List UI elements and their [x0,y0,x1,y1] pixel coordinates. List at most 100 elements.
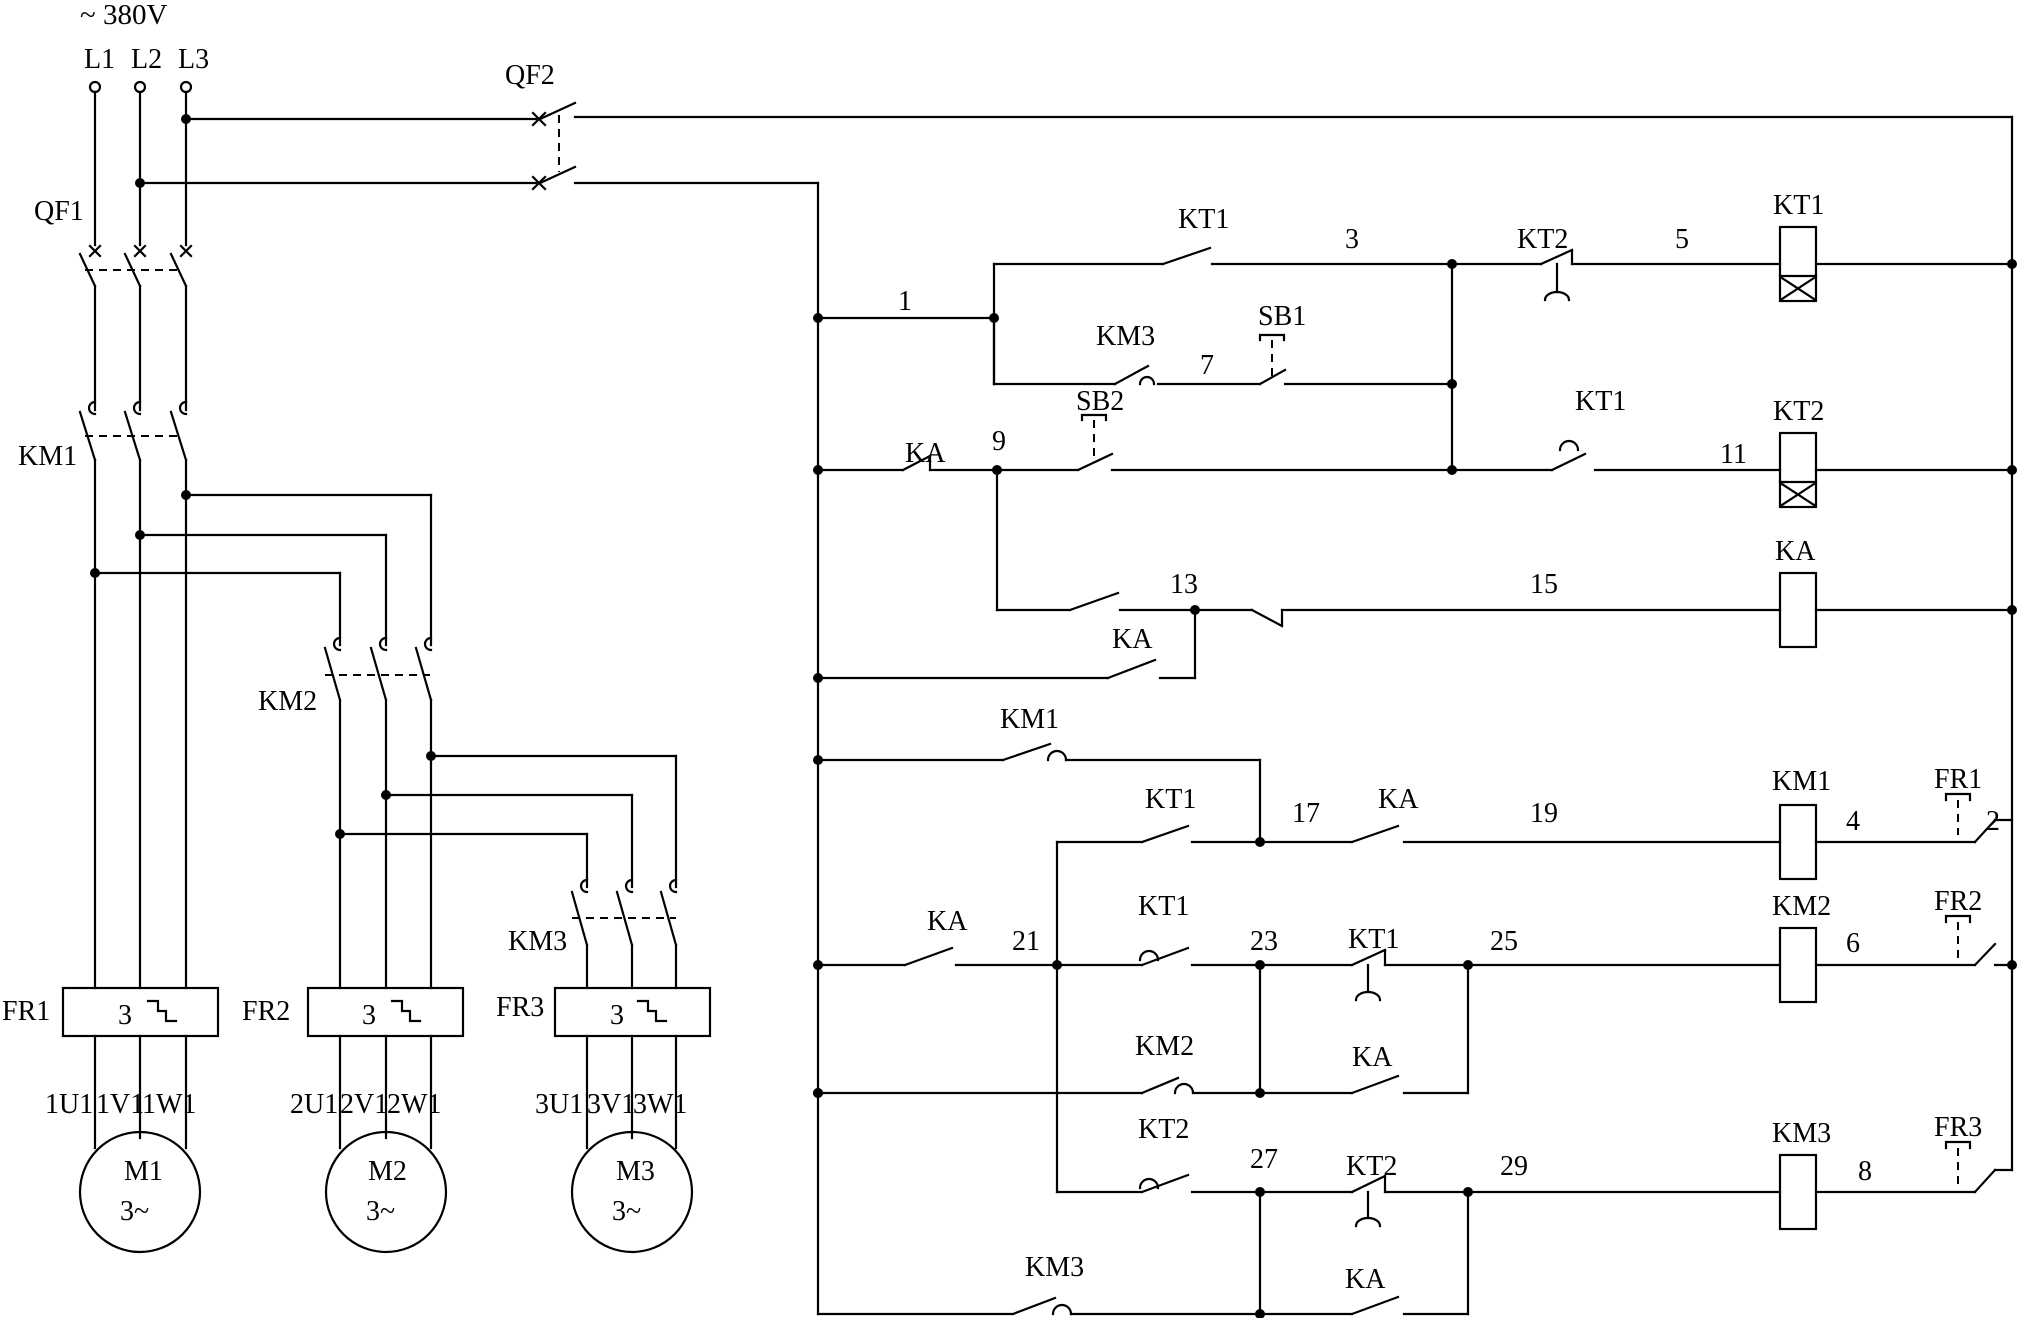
supply-voltage-label: ~ 380V [80,0,167,31]
kt2-coil [1778,431,1818,509]
fr3-overload-block: FR3 3 [496,986,712,1038]
node-29: 29 [1500,1151,1528,1182]
km3-main-label: KM3 [508,926,567,957]
terminal-3u1: 3U1 [535,1089,583,1120]
rung-km3-sb1: KM3 7 SB1 [992,262,1457,472]
terminal-3w1: 3W1 [633,1089,687,1120]
motor-m1: M1 3~ [78,1130,202,1254]
motor-m2-rating: 3~ [366,1196,395,1227]
node-13: 13 [1170,569,1198,600]
km1-coil-label: KM1 [1772,766,1831,797]
kt1-delay-km2-label: KT1 [1138,891,1189,922]
phase-terminals: L1 L2 L3 [84,44,209,94]
node-23: 23 [1250,926,1278,957]
qf2-breaker: QF2 [138,60,2014,1316]
fr2-label: FR2 [242,996,290,1027]
control-circuit: 1 KT1 3 KT2 5 KT1 [813,190,2017,1318]
fr1-nc-label: FR1 [1934,764,1982,795]
node-3: 3 [1345,224,1359,255]
km2-main-contacts: KM2 [258,636,433,717]
km3-nc-contact-label: KM3 [1096,321,1155,352]
ka-coil-label: KA [1775,536,1816,567]
motor-m2: M2 3~ [324,1130,448,1254]
km1-coil [1778,803,1818,881]
ka-hold-contact-label: KA [1112,624,1153,655]
node-1: 1 [898,286,912,317]
terminal-2u1: 2U1 [290,1089,338,1120]
fr3-label: FR3 [496,992,544,1023]
motor-terminal-labels: 1U1 1V1 1W1 2U1 2V1 2W1 3U1 3V1 3W1 [45,1089,687,1120]
kt1-coil-label: KT1 [1773,190,1824,221]
kt1-coil [1778,225,1818,303]
kt2-delay-km3-label: KT2 [1138,1114,1189,1145]
rung-ka-sb2: KA 9 SB2 KT1 11 KT2 [813,386,2017,509]
km2-coil-label: KM2 [1772,891,1831,922]
node-17: 17 [1292,798,1320,829]
fr2-overload-block: FR2 3 [242,986,465,1038]
km3-aux-label: KM3 [1025,1252,1084,1283]
rung-kt1-coil: 1 KT1 3 KT2 5 KT1 [813,190,2017,386]
kt2-nc-contact-label: KT2 [1517,224,1568,255]
node-6: 6 [1846,928,1860,959]
ka-no-km1-label: KA [1378,784,1419,815]
ka-km3-hold-label: KA [1345,1264,1386,1295]
kt1-no-contact-label: KT1 [1178,204,1229,235]
phase-label-l2: L2 [131,44,162,75]
km3-main-contacts: KM3 [508,878,678,957]
ka-coil [1778,571,1818,649]
fr1-label: FR1 [2,996,50,1027]
terminal-3v1: 3V1 [587,1089,635,1120]
km3-coil-label: KM3 [1772,1118,1831,1149]
node-8: 8 [1858,1156,1872,1187]
kt1-no-km1-label: KT1 [1145,784,1196,815]
fr1-overload-block: FR1 3 [2,986,220,1038]
phase-label-l3: L3 [178,44,209,75]
fr2-block-text: 3 [362,1000,376,1031]
node-9: 9 [992,426,1006,457]
km2-main-label: KM2 [258,686,317,717]
ka-no-km2-label: KA [927,906,968,937]
node-4: 4 [1846,806,1860,837]
node-21: 21 [1012,926,1040,957]
kt1-nc-km2-label: KT1 [1348,924,1399,955]
motor-m1-rating: 3~ [120,1196,149,1227]
rung-km3-coil: KT2 27 KT2 29 KM3 8 FR3 [1055,963,2014,1231]
kt2-coil-label: KT2 [1773,396,1824,427]
sb2-label: SB2 [1076,386,1124,417]
km2-coil [1778,926,1818,1004]
rung-km3-hold: KM3 KA [816,1190,1470,1318]
motor-m1-name: M1 [124,1156,163,1187]
kt2-nc-km3-label: KT2 [1346,1151,1397,1182]
qf1-label: QF1 [34,196,84,227]
kt1-nc-delay-label: KT1 [1575,386,1626,417]
node-27: 27 [1250,1144,1278,1175]
ka-km2-hold-label: KA [1352,1042,1393,1073]
fr3-block-text: 3 [610,1000,624,1031]
fr1-block-text: 3 [118,1000,132,1031]
fr3-nc-label: FR3 [1934,1112,1982,1143]
rung-ka-coil: 13 15 KA [995,468,2017,649]
rung-km2-hold: KM2 KA [813,963,1470,1098]
motor-m3: M3 3~ [570,1130,694,1254]
node-5: 5 [1675,224,1689,255]
node-25: 25 [1490,926,1518,957]
qf2-label: QF2 [505,60,555,91]
node-19: 19 [1530,798,1558,829]
node-7: 7 [1200,350,1214,381]
motor-m2-name: M2 [368,1156,407,1187]
fr2-nc-label: FR2 [1934,886,1982,917]
terminal-2w1: 2W1 [387,1089,441,1120]
sb1-label: SB1 [1258,301,1306,332]
node-2: 2 [1986,806,2000,837]
rung-ka-hold: KA [813,608,1197,683]
terminal-1w1: 1W1 [142,1089,196,1120]
phase-label-l1: L1 [84,44,115,75]
ka-nc-contact-label: KA [905,438,946,469]
node-11: 11 [1720,439,1747,470]
phase-lines [93,90,188,247]
km2-aux-label: KM2 [1135,1031,1194,1062]
km1-main-contacts: KM1 [18,400,188,472]
node-15: 15 [1530,569,1558,600]
